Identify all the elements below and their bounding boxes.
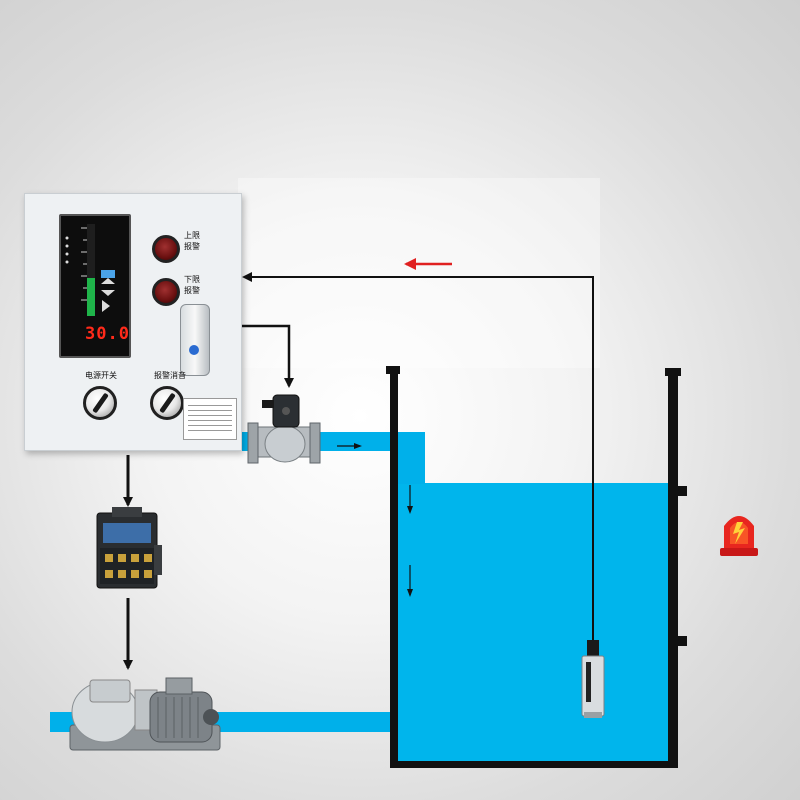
solenoid-valve-icon — [247, 394, 321, 464]
tank-wall-right — [668, 370, 678, 768]
bar-graph-scale — [65, 224, 115, 316]
power-switch-knob — [83, 386, 117, 420]
alarm-mute-knob — [150, 386, 184, 420]
lower-alarm-lamp — [152, 278, 180, 306]
inlet-pipe-drop — [398, 432, 425, 484]
tank-rim-left — [386, 366, 400, 374]
panel-to-valve-line — [240, 324, 294, 388]
upper-alarm-label: 上限报警 — [184, 231, 200, 251]
tank-water — [398, 483, 668, 761]
tank-wall-left — [390, 367, 398, 768]
contactor-icon — [96, 507, 162, 589]
level-sensor-icon — [581, 640, 605, 718]
power-switch-label: 电源开关 — [85, 371, 117, 380]
lower-level-switch — [678, 636, 687, 646]
door-latch — [180, 304, 210, 376]
background-panel — [238, 178, 600, 368]
upper-alarm-lamp — [152, 235, 180, 263]
level-meter-display: 30.0 — [59, 214, 131, 358]
alarm-mute-label: 报警消音 — [154, 371, 186, 380]
sensor-cable — [242, 272, 594, 648]
nameplate-sticker — [183, 398, 237, 440]
alarm-beacon-icon — [720, 516, 758, 556]
upper-level-switch — [678, 486, 687, 496]
control-panel: 30.0 上限报警 下限报警 电源开关 报警消音 — [24, 193, 242, 451]
tank-bottom — [390, 761, 678, 768]
lower-alarm-label: 下限报警 — [184, 275, 200, 295]
display-readout: 30.0 — [85, 324, 130, 344]
tank-rim-right — [665, 368, 681, 376]
pump-motor-icon — [69, 677, 221, 751]
